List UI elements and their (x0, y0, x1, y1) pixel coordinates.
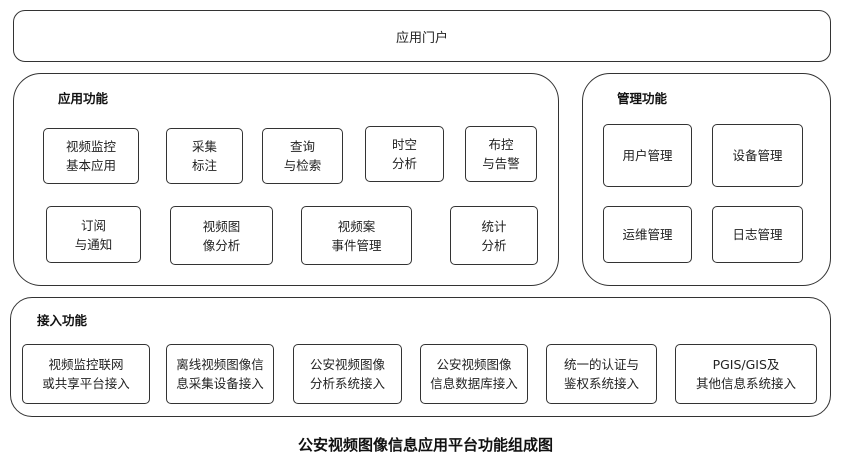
item-line: 视频图 (202, 218, 241, 234)
item-line: 或共享平台接入 (42, 376, 130, 391)
mgmt-item-log-management: 日志管理 (712, 206, 803, 263)
item-line: 息采集设备接入 (176, 376, 264, 391)
item-line: 采集 (191, 139, 217, 154)
access-item-auth-system: 统一的认证与 鉴权系统接入 (546, 344, 657, 404)
app-item-video-image-analysis: 视频图 像分析 (170, 206, 273, 265)
item-line: 查询 (289, 139, 315, 154)
access-item-analysis-system: 公安视频图像 分析系统接入 (293, 344, 402, 404)
access-item-video-network: 视频监控联网 或共享平台接入 (22, 344, 150, 404)
item-line: 事件管理 (331, 237, 382, 253)
app-functions-title: 应用功能 (58, 91, 109, 106)
item-line: 分析 (391, 156, 417, 171)
item-line: 公安视频图像 (309, 357, 385, 372)
item-line: 基本应用 (65, 158, 116, 173)
item-line: 时空 (391, 137, 417, 152)
item-line: 视频案 (337, 218, 376, 234)
item-line: 设备管理 (732, 148, 783, 163)
item-line: 与检索 (283, 158, 322, 173)
item-line: 运维管理 (622, 227, 673, 242)
app-item-video-case-management: 视频案 事件管理 (301, 206, 412, 265)
item-line: PGIS/GIS及 (712, 357, 780, 372)
item-line: 日志管理 (732, 227, 783, 242)
figure-caption: 公安视频图像信息应用平台功能组成图 (297, 436, 553, 454)
item-line: 分析系统接入 (309, 376, 385, 391)
item-line: 分析 (481, 237, 507, 253)
mgmt-item-user-management: 用户管理 (603, 124, 692, 187)
access-item-offline-collection: 离线视频图像信 息采集设备接入 (166, 344, 274, 404)
mgmt-functions-title: 管理功能 (617, 91, 668, 106)
app-item-statistical-analysis: 统计 分析 (450, 206, 538, 265)
mgmt-item-device-management: 设备管理 (712, 124, 803, 187)
item-line: 信息数据库接入 (430, 376, 518, 391)
item-line: 与告警 (482, 156, 520, 171)
app-item-video-monitor-basic: 视频监控 基本应用 (43, 128, 139, 184)
item-line: 像分析 (202, 237, 241, 253)
item-line: 与通知 (74, 236, 113, 252)
item-line: 鉴权系统接入 (563, 376, 639, 391)
app-item-query-search: 查询 与检索 (262, 128, 343, 184)
access-functions-title: 接入功能 (37, 313, 88, 328)
item-line: 统计 (481, 218, 507, 234)
item-line: 统一的认证与 (563, 357, 639, 372)
item-line: 用户管理 (622, 148, 673, 163)
item-line: 布控 (488, 137, 514, 152)
app-item-control-alarm: 布控 与告警 (465, 126, 537, 182)
app-portal-box: 应用门户 (13, 10, 831, 62)
item-line: 视频监控联网 (48, 357, 124, 372)
item-line: 其他信息系统接入 (695, 376, 796, 391)
app-item-subscribe-notify: 订阅 与通知 (46, 206, 141, 263)
item-line: 标注 (191, 158, 217, 173)
app-item-spatiotemporal-analysis: 时空 分析 (365, 126, 444, 182)
item-line: 公安视频图像 (436, 357, 512, 372)
access-item-database: 公安视频图像 信息数据库接入 (420, 344, 528, 404)
item-line: 离线视频图像信 (176, 357, 264, 372)
item-line: 视频监控 (65, 139, 116, 154)
app-item-collect-annotate: 采集 标注 (166, 128, 243, 184)
access-item-pgis-gis: PGIS/GIS及 其他信息系统接入 (675, 344, 817, 404)
item-line: 订阅 (80, 217, 106, 233)
app-portal-label: 应用门户 (395, 30, 448, 46)
mgmt-item-ops-management: 运维管理 (603, 206, 692, 263)
